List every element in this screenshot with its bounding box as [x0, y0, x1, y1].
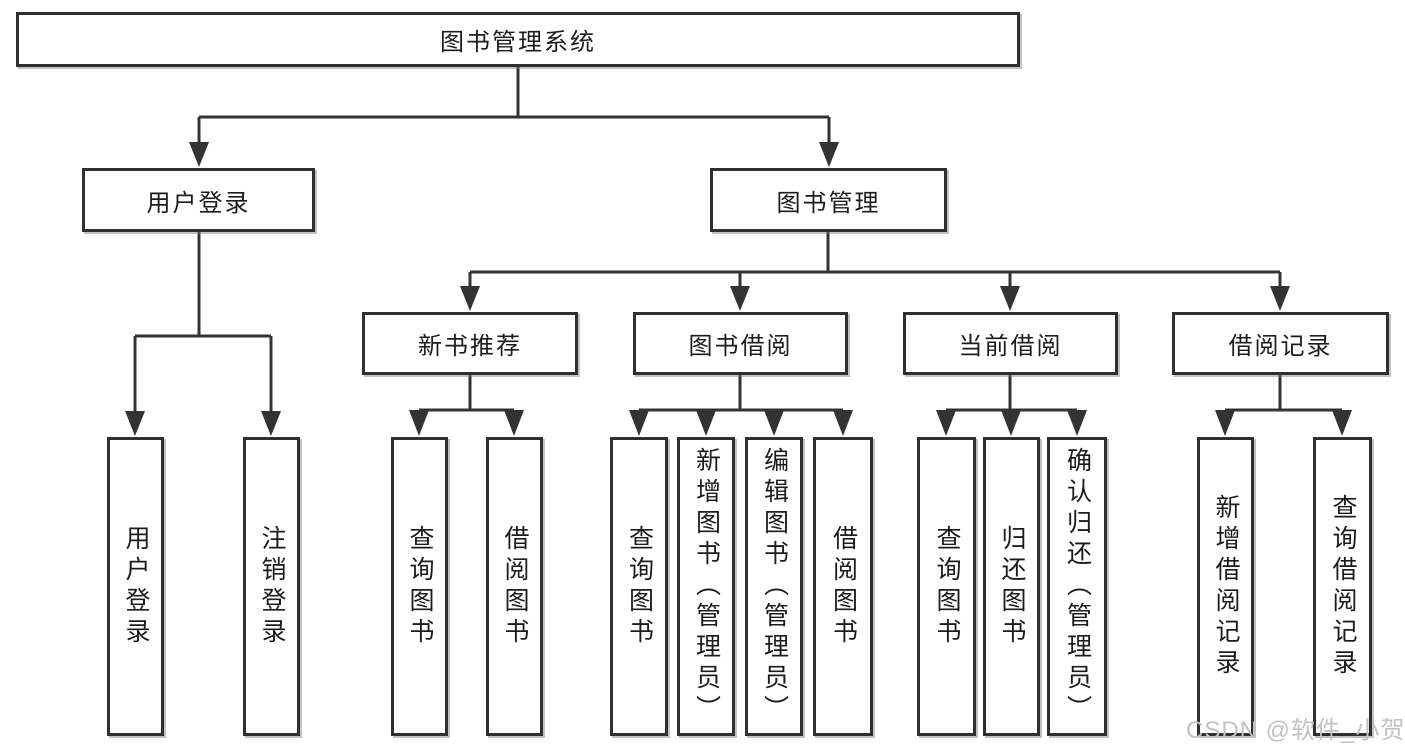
leaf-borrowing-edit-books-admin: 编辑图书（管理员）: [745, 437, 803, 736]
leaf-current-query-books: 查询图书: [917, 437, 976, 736]
leaf-borrowing-query-books: 查询图书: [610, 437, 668, 736]
node-book-management: 图书管理: [710, 168, 947, 232]
leaf-user-login: 用户登录: [107, 437, 164, 736]
node-borrowing-records: 借阅记录: [1172, 312, 1389, 375]
leaf-newbook-borrow-books: 借阅图书: [486, 437, 543, 736]
leaf-logout: 注销登录: [243, 437, 300, 736]
leaf-borrowing-add-books-admin: 新增图书（管理员）: [677, 437, 735, 736]
node-current-borrowing: 当前借阅: [903, 312, 1118, 375]
leaf-borrowing-borrow-books: 借阅图书: [813, 437, 873, 736]
leaf-current-confirm-return-admin: 确认归还（管理员）: [1047, 437, 1107, 736]
node-book-borrowing: 图书借阅: [633, 312, 848, 375]
leaf-current-return-books: 归还图书: [983, 437, 1040, 736]
connector-book-management-to-sections: [460, 232, 1290, 311]
leaf-records-add-borrow-record: 新增借阅记录: [1197, 437, 1254, 736]
leaf-records-query-borrow-record: 查询借阅记录: [1313, 437, 1372, 736]
leaf-newbook-query-books: 查询图书: [391, 437, 448, 736]
connector-current-borrowing-to-leaves: [936, 375, 1087, 436]
connector-root-to-level2: [189, 67, 839, 167]
node-new-book-recommendation: 新书推荐: [362, 312, 578, 375]
csdn-watermark: CSDN @软件_小贺同学: [1186, 717, 1405, 744]
connector-book-borrowing-to-leaves: [629, 375, 853, 436]
node-user-login: 用户登录: [82, 168, 315, 232]
connector-user-login-to-leaves: [125, 232, 281, 436]
connector-borrowing-records-to-leaves: [1215, 375, 1352, 436]
connector-new-book-recommendation-to-leaves: [409, 375, 524, 436]
node-system-root: 图书管理系统: [16, 12, 1020, 67]
